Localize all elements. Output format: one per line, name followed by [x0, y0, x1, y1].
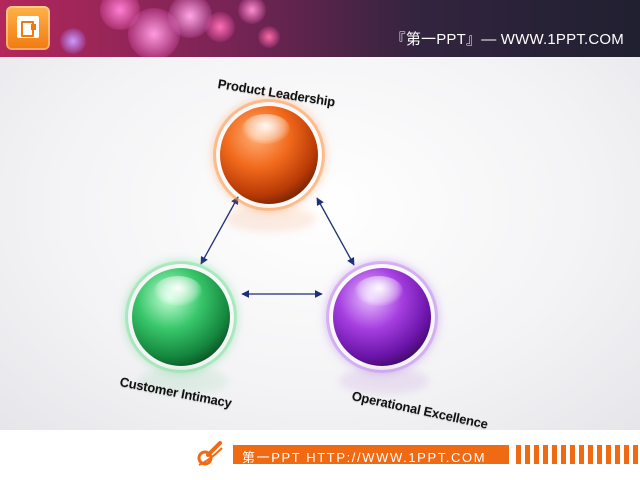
bokeh-decoration [258, 26, 280, 48]
sphere-product-leadership [220, 106, 318, 204]
bokeh-decoration [205, 12, 235, 42]
header-banner: 『第一PPT』— WWW.1PPT.COM [0, 0, 640, 57]
sphere-reflection [138, 368, 228, 394]
sphere-reflection [339, 368, 429, 394]
footer-stripes [516, 445, 640, 464]
diagram-stage [0, 57, 640, 430]
pencil-swoosh-icon [197, 441, 223, 466]
sphere-customer-intimacy [132, 268, 230, 366]
sphere-operational-excellence [333, 268, 431, 366]
bokeh-decoration [238, 0, 266, 24]
bokeh-decoration [60, 28, 86, 54]
presentation-icon [6, 6, 50, 50]
footer-text: 第一PPT HTTP://WWW.1PPT.COM [242, 450, 487, 465]
header-title: 『第一PPT』— WWW.1PPT.COM [390, 31, 624, 48]
bokeh-decoration [168, 0, 212, 38]
sphere-reflection [226, 206, 316, 232]
footer-bar [233, 445, 509, 464]
